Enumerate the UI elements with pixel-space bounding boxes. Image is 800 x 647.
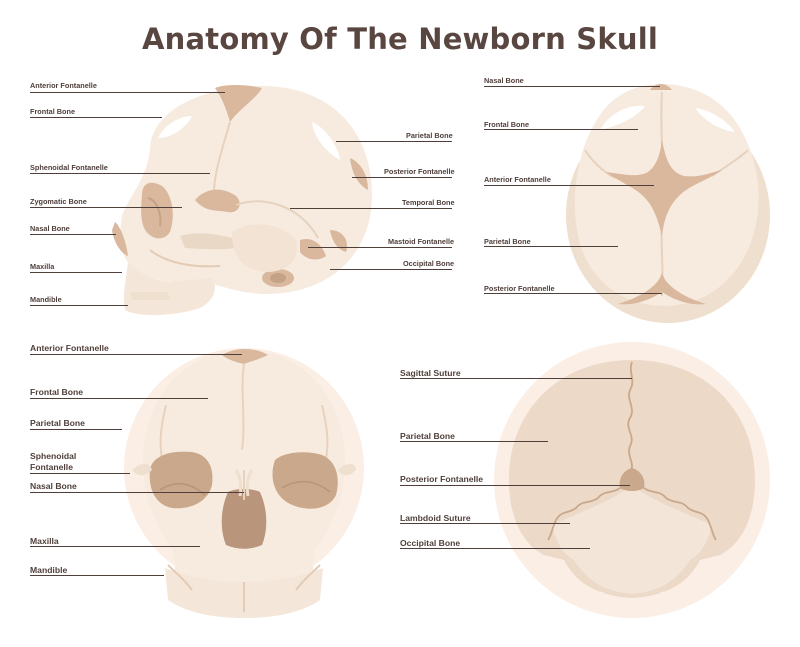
leader-line	[400, 378, 632, 379]
leader-line	[30, 354, 242, 355]
label-occipital-bone: Occipital Bone	[403, 259, 455, 268]
label-posterior-fontanelle: Posterior Fontanelle	[400, 474, 484, 484]
leader-line	[484, 185, 654, 186]
leader-line	[30, 546, 200, 547]
lateral-posterior-fontanelle	[350, 158, 368, 190]
back-sagittal-suture	[627, 361, 634, 473]
leader-line	[400, 441, 548, 442]
leader-line	[330, 269, 452, 270]
label-frontal-bone: Frontal Bone	[30, 107, 75, 116]
lateral-orbit	[141, 182, 173, 239]
label-posterior-fontanelle: Posterior Fontanelle	[484, 284, 555, 293]
label-parietal-bone: Parietal Bone	[406, 131, 453, 140]
front-skull	[124, 348, 364, 618]
leader-line	[400, 548, 590, 549]
label-anterior-fontanelle: Anterior Fontanelle	[484, 175, 551, 184]
back-lambdoid-suture	[547, 487, 621, 541]
top-skull	[566, 84, 770, 323]
label-mandible: Mandible	[30, 565, 68, 575]
lateral-jaw	[123, 262, 215, 316]
lateral-skull	[112, 85, 372, 316]
top-anterior-fontanelle	[606, 140, 722, 236]
leader-line	[30, 207, 182, 208]
front-left-orbit	[149, 451, 213, 509]
back-occipital	[552, 485, 712, 594]
back-skull	[494, 342, 770, 618]
label-nasal-bone: Nasal Bone	[484, 76, 524, 85]
leader-line	[290, 208, 452, 209]
label-sphenoidal: Sphenoidal	[30, 451, 77, 461]
label-frontal-bone: Frontal Bone	[30, 387, 83, 397]
label-anterior-fontanelle: Anterior Fontanelle	[30, 343, 109, 353]
label-fontanelle: Fontanelle	[30, 462, 73, 472]
label-nasal-bone: Nasal Bone	[30, 224, 70, 233]
label-maxilla: Maxilla	[30, 262, 55, 271]
leader-line	[484, 293, 662, 294]
leader-line	[30, 92, 225, 93]
leader-line	[308, 247, 452, 248]
leader-line	[484, 86, 660, 87]
label-mandible: Mandible	[30, 295, 62, 304]
leader-line	[30, 429, 122, 430]
label-sagittal-suture: Sagittal Suture	[400, 368, 461, 378]
leader-line	[30, 473, 130, 474]
page-title: Anatomy Of The Newborn Skull	[142, 22, 658, 56]
lateral-anterior-fontanelle	[215, 85, 262, 122]
label-parietal-bone: Parietal Bone	[484, 237, 531, 246]
label-zygomatic-bone: Zygomatic Bone	[30, 197, 87, 206]
leader-line	[400, 523, 570, 524]
label-temporal-bone: Temporal Bone	[402, 198, 455, 207]
leader-line	[336, 141, 452, 142]
label-anterior-fontanelle: Anterior Fontanelle	[30, 81, 97, 90]
front-right-orbit	[272, 452, 338, 509]
lateral-sphenoidal-fontanelle	[195, 189, 240, 213]
leader-line	[484, 129, 638, 130]
label-occipital-bone: Occipital Bone	[400, 538, 461, 548]
front-anterior-fontanelle	[222, 349, 268, 364]
label-lambdoid-suture: Lambdoid Suture	[400, 513, 471, 523]
label-mastoid-fontanelle: Mastoid Fontanelle	[388, 237, 455, 246]
top-posterior-fontanelle	[618, 272, 706, 305]
leader-line	[30, 492, 244, 493]
leader-line	[352, 177, 452, 178]
label-sphenoidal-fontanelle: Sphenoidal Fontanelle	[30, 163, 108, 172]
label-frontal-bone: Frontal Bone	[484, 120, 529, 129]
leader-line	[30, 234, 116, 235]
leader-line	[30, 305, 128, 306]
label-nasal-bone: Nasal Bone	[30, 481, 77, 491]
leader-line	[30, 398, 208, 399]
leader-line	[30, 117, 162, 118]
label-posterior-fontanelle: Posterior Fontanelle	[384, 167, 455, 176]
leader-line	[30, 575, 164, 576]
front-nasal	[221, 489, 267, 549]
leader-line	[400, 485, 630, 486]
leader-line	[30, 272, 122, 273]
leader-line	[484, 246, 618, 247]
label-parietal-bone: Parietal Bone	[30, 418, 85, 428]
label-maxilla: Maxilla	[30, 536, 59, 546]
leader-line	[30, 173, 210, 174]
lateral-mastoid-fontanelle	[300, 238, 326, 260]
label-parietal-bone: Parietal Bone	[400, 431, 455, 441]
